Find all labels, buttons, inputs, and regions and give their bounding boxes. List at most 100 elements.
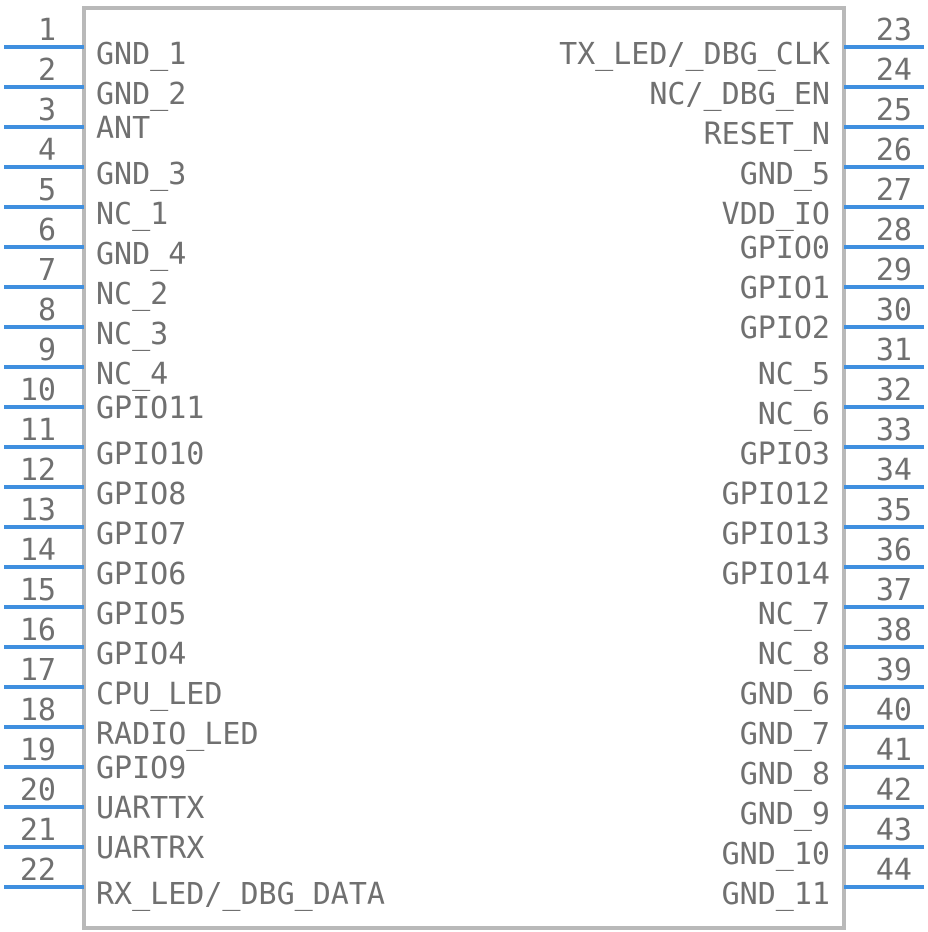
- pin-name: GPIO0: [740, 231, 830, 266]
- pin-number: 11: [20, 413, 56, 448]
- pin-name: GND_2: [96, 77, 186, 112]
- pin-name: NC/_DBG_EN: [649, 77, 830, 112]
- pin-number: 5: [38, 173, 56, 208]
- pin-name: GPIO12: [722, 477, 830, 512]
- pin-name: GPIO1: [740, 271, 830, 306]
- pin-number: 4: [38, 133, 56, 168]
- pin-number: 19: [20, 733, 56, 768]
- pin-name: GND_9: [740, 797, 830, 832]
- pin-number: 40: [876, 693, 912, 728]
- pin-number: 30: [876, 293, 912, 328]
- pin-name: GPIO5: [96, 597, 186, 632]
- pin-number: 43: [876, 813, 912, 848]
- pin-number: 9: [38, 333, 56, 368]
- pin-number: 34: [876, 453, 912, 488]
- pin-number: 7: [38, 253, 56, 288]
- pin-name: NC_2: [96, 277, 168, 312]
- pin-number: 28: [876, 213, 912, 248]
- pin-number: 26: [876, 133, 912, 168]
- pin-number: 38: [876, 613, 912, 648]
- pin-8: 8NC_3: [4, 293, 168, 352]
- pin-name: GPIO3: [740, 437, 830, 472]
- pin-name: GPIO11: [96, 391, 204, 426]
- pin-name: GND_6: [740, 677, 830, 712]
- pin-number: 8: [38, 293, 56, 328]
- pin-number: 36: [876, 533, 912, 568]
- pin-number: 39: [876, 653, 912, 688]
- pin-number: 25: [876, 93, 912, 128]
- pin-name: VDD_IO: [722, 197, 830, 232]
- pin-number: 10: [20, 373, 56, 408]
- pin-number: 12: [20, 453, 56, 488]
- left-pin-column: 1GND_12GND_23ANT4GND_35NC_16GND_47NC_28N…: [4, 13, 385, 912]
- pin-number: 18: [20, 693, 56, 728]
- pin-name: GND_11: [722, 877, 830, 912]
- pin-name: UARTTX: [96, 791, 204, 826]
- pin-name: GND_5: [740, 157, 830, 192]
- pin-name: NC_4: [96, 357, 168, 392]
- pin-name: GND_8: [740, 757, 830, 792]
- pin-number: 27: [876, 173, 912, 208]
- pin-name: GPIO2: [740, 311, 830, 346]
- pin-name: GPIO8: [96, 477, 186, 512]
- pin-name: GPIO7: [96, 517, 186, 552]
- pin-name: TX_LED/_DBG_CLK: [559, 37, 830, 72]
- pin-number: 29: [876, 253, 912, 288]
- pin-name: CPU_LED: [96, 677, 222, 712]
- pin-name: GPIO10: [96, 437, 204, 472]
- pin-name: GND_1: [96, 37, 186, 72]
- pin-name: RESET_N: [704, 117, 830, 152]
- pin-name: GND_10: [722, 837, 830, 872]
- pin-number: 14: [20, 533, 56, 568]
- pin-number: 37: [876, 573, 912, 608]
- pin-number: 2: [38, 53, 56, 88]
- pin-number: 35: [876, 493, 912, 528]
- pin-name: RADIO_LED: [96, 717, 259, 752]
- pin-5: 5NC_1: [4, 173, 168, 232]
- pin-number: 24: [876, 53, 912, 88]
- pin-7: 7NC_2: [4, 253, 168, 312]
- pin-name: GPIO6: [96, 557, 186, 592]
- pin-number: 15: [20, 573, 56, 608]
- pin-name: RX_LED/_DBG_DATA: [96, 877, 385, 912]
- pin-name: NC_7: [758, 597, 830, 632]
- pin-name: NC_6: [758, 397, 830, 432]
- pin-number: 31: [876, 333, 912, 368]
- pin-number: 17: [20, 653, 56, 688]
- pin-name: GPIO4: [96, 637, 186, 672]
- pin-name: GND_7: [740, 717, 830, 752]
- ic-body-outline: [82, 6, 846, 930]
- pin-name: NC_3: [96, 317, 168, 352]
- pin-number: 6: [38, 213, 56, 248]
- pin-9: 9NC_4: [4, 333, 168, 392]
- pin-number: 33: [876, 413, 912, 448]
